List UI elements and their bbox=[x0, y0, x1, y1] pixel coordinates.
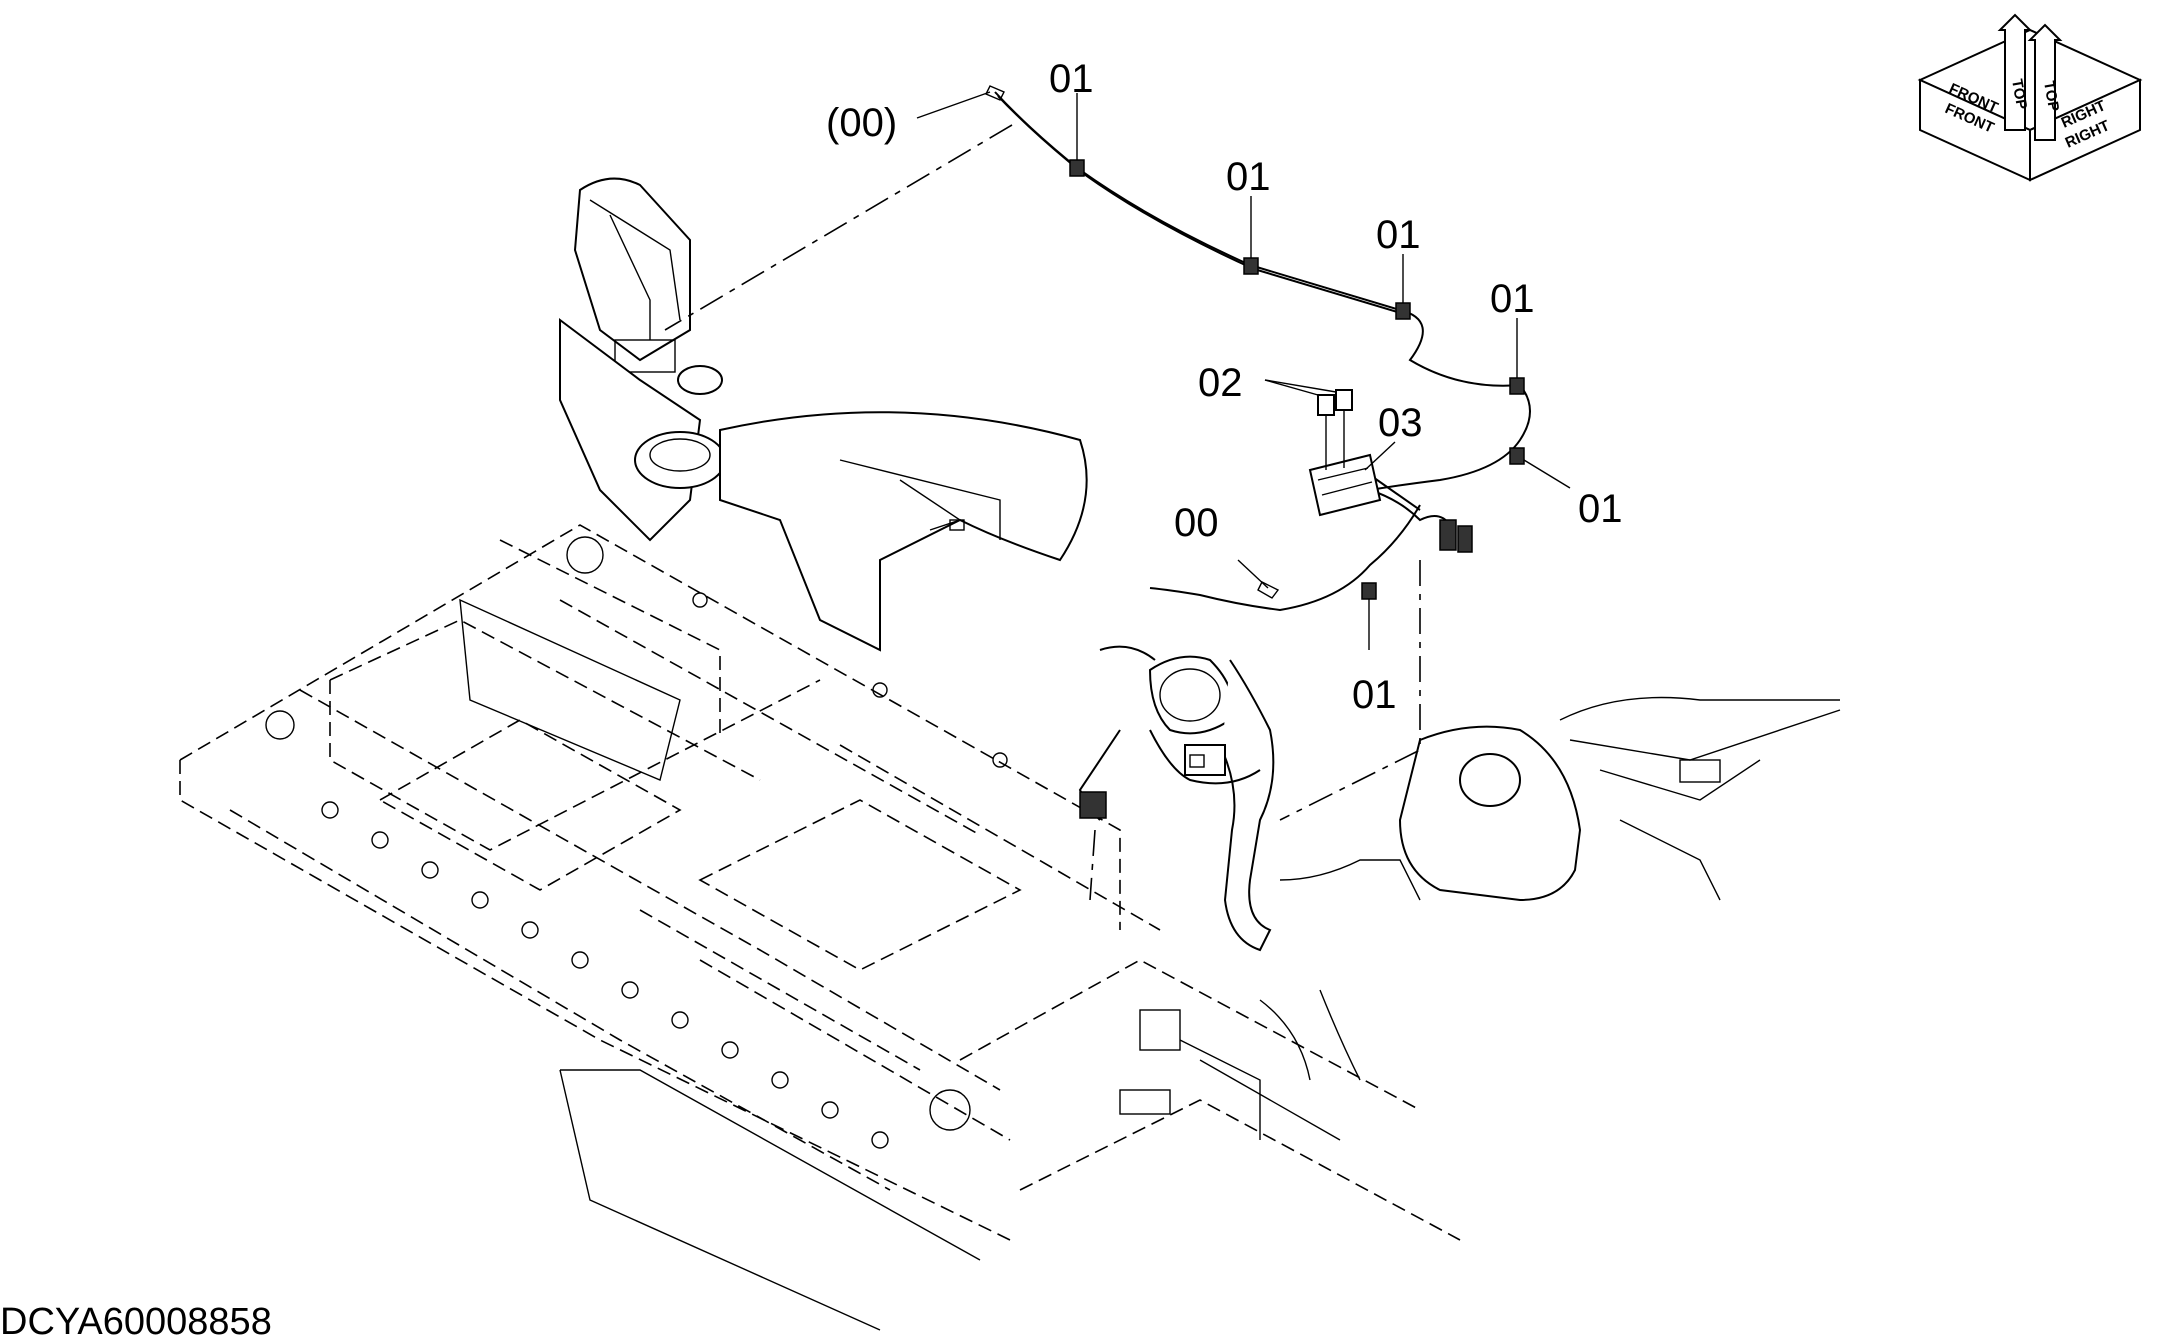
blower-assembly bbox=[1078, 645, 1275, 952]
drawing-id: DCYA60008858 bbox=[0, 1301, 272, 1343]
callout-clip: 01 bbox=[1376, 213, 1421, 257]
callout-clip: 01 bbox=[1578, 487, 1623, 531]
bolt-holes bbox=[265, 536, 1008, 1149]
callout-harness-ref: (00) bbox=[826, 101, 897, 145]
callout-relay: 02 bbox=[1198, 361, 1243, 405]
callout-clip: 01 bbox=[1352, 673, 1397, 717]
callout-bracket: 03 bbox=[1378, 401, 1423, 445]
frame-outline bbox=[179, 524, 1461, 1331]
projection-lines bbox=[664, 124, 1421, 901]
orientation-indicator: TOP TOP FRONT FRONT RIGHT RIGHT bbox=[1917, 13, 2143, 182]
wire-harness bbox=[985, 85, 1531, 612]
callout-clip: 01 bbox=[1226, 155, 1271, 199]
callout-clip: 01 bbox=[1049, 57, 1094, 101]
callout-clip: 01 bbox=[1490, 277, 1535, 321]
seat-console bbox=[559, 177, 1088, 652]
right-frame bbox=[1119, 696, 1841, 1141]
callout-harness: 00 bbox=[1174, 501, 1219, 545]
orient-top-label: TOP bbox=[2008, 78, 2030, 111]
orient-top-label: TOP bbox=[2040, 80, 2062, 113]
callout-labels: (00) 01 01 01 01 01 01 02 03 00 bbox=[826, 57, 1623, 717]
leader-lines bbox=[916, 91, 1571, 650]
